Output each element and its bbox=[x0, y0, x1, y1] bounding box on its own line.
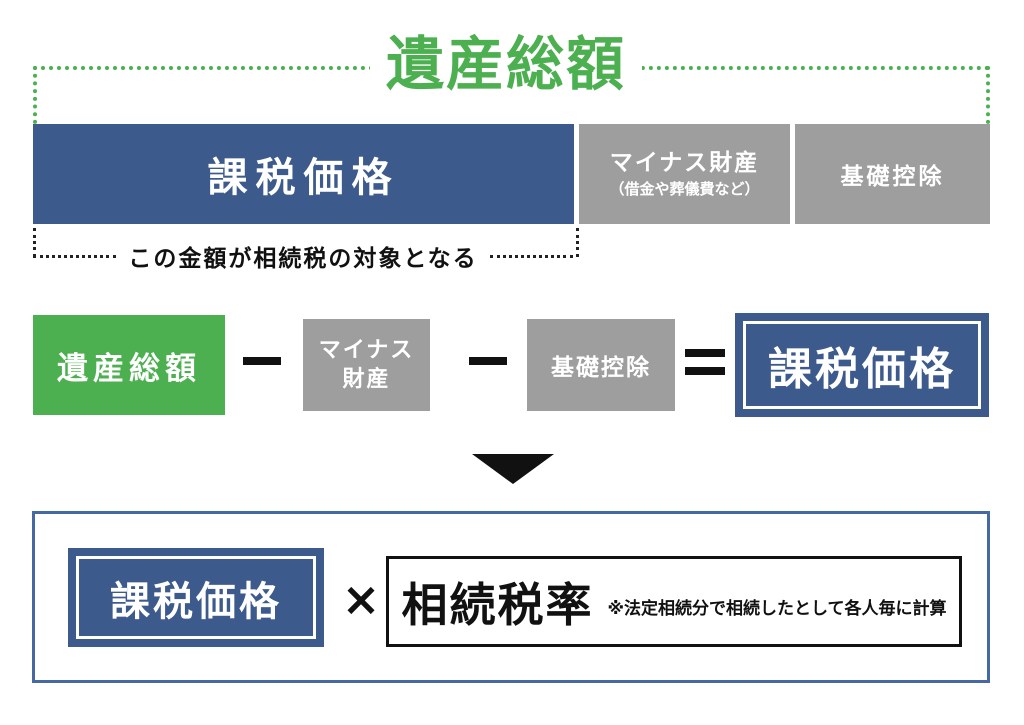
formula-estate-total-label: 遺産総額 bbox=[57, 350, 201, 387]
page-title: 遺産総額 bbox=[369, 28, 643, 100]
minus-icon bbox=[469, 357, 507, 365]
bar-taxable-price-label: 課税価格 bbox=[207, 155, 400, 201]
bar-minus-assets: マイナス財産 （借金や葬儀費など） bbox=[579, 124, 790, 224]
equals-bottom-bar bbox=[685, 367, 725, 375]
bar-minus-assets-label: マイナス財産 bbox=[609, 150, 760, 176]
formula-minus-assets-box: マイナス 財産 bbox=[303, 319, 430, 411]
dotted-leader-right bbox=[489, 254, 573, 258]
arrow-down-icon bbox=[472, 454, 554, 484]
calc-taxable-price-box: 課税価格 bbox=[68, 548, 324, 647]
formula-result-label: 課税価格 bbox=[743, 321, 981, 409]
calc-tax-rate-note: ※法定相続分で相続したとして各人毎に計算 bbox=[607, 599, 947, 619]
taxable-scope-bracket bbox=[33, 228, 579, 257]
formula-minus-assets-line1: マイナス bbox=[318, 338, 415, 363]
minus-icon bbox=[243, 357, 281, 365]
formula-basic-deduction-box: 基礎控除 bbox=[527, 319, 675, 411]
formula-result-box: 課税価格 bbox=[735, 313, 989, 417]
equals-icon bbox=[685, 349, 725, 375]
formula-minus-assets-line2: 財産 bbox=[342, 367, 391, 392]
calc-taxable-price-label: 課税価格 bbox=[76, 556, 316, 639]
calc-tax-rate-label: 相続税率 bbox=[401, 577, 594, 632]
formula-estate-total-box: 遺産総額 bbox=[33, 315, 225, 415]
formula-basic-deduction-label: 基礎控除 bbox=[551, 355, 651, 381]
bar-basic-deduction: 基礎控除 bbox=[795, 124, 990, 224]
equals-top-bar bbox=[685, 349, 725, 357]
bar-minus-assets-note: （借金や葬儀費など） bbox=[609, 180, 760, 198]
dotted-leader-left bbox=[33, 254, 117, 258]
bar-taxable-price: 課税価格 bbox=[33, 124, 574, 224]
taxable-scope-note-row: この金額が相続税の対象となる bbox=[33, 241, 573, 272]
tax-calc-panel: 課税価格 × 相続税率 ※法定相続分で相続したとして各人毎に計算 bbox=[32, 511, 990, 683]
bar-basic-deduction-label: 基礎控除 bbox=[840, 164, 945, 190]
taxable-scope-note: この金額が相続税の対象となる bbox=[128, 246, 478, 272]
multiply-icon: × bbox=[341, 572, 381, 626]
calc-tax-rate-box: 相続税率 ※法定相続分で相続したとして各人毎に計算 bbox=[386, 556, 962, 647]
